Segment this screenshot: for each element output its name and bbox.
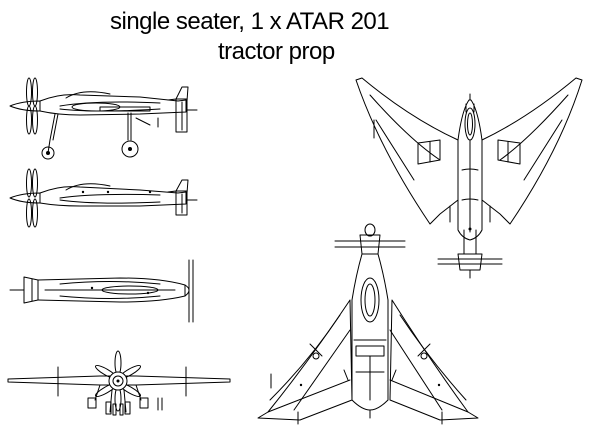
propeller-disc — [95, 350, 141, 412]
bottom-view-fuselage — [9, 259, 194, 323]
propeller — [26, 168, 38, 228]
nose-gear — [41, 113, 59, 160]
propeller — [334, 223, 406, 255]
side-view-gear-down — [9, 77, 198, 160]
main-gear — [121, 112, 151, 158]
bottom-view — [257, 223, 479, 425]
title-line-1: single seater, 1 x ATAR 201 — [110, 8, 390, 35]
title-line-2: tractor prop — [218, 38, 335, 65]
top-view — [355, 77, 583, 279]
propeller — [26, 77, 38, 135]
front-view — [7, 350, 231, 416]
side-view — [9, 168, 198, 228]
